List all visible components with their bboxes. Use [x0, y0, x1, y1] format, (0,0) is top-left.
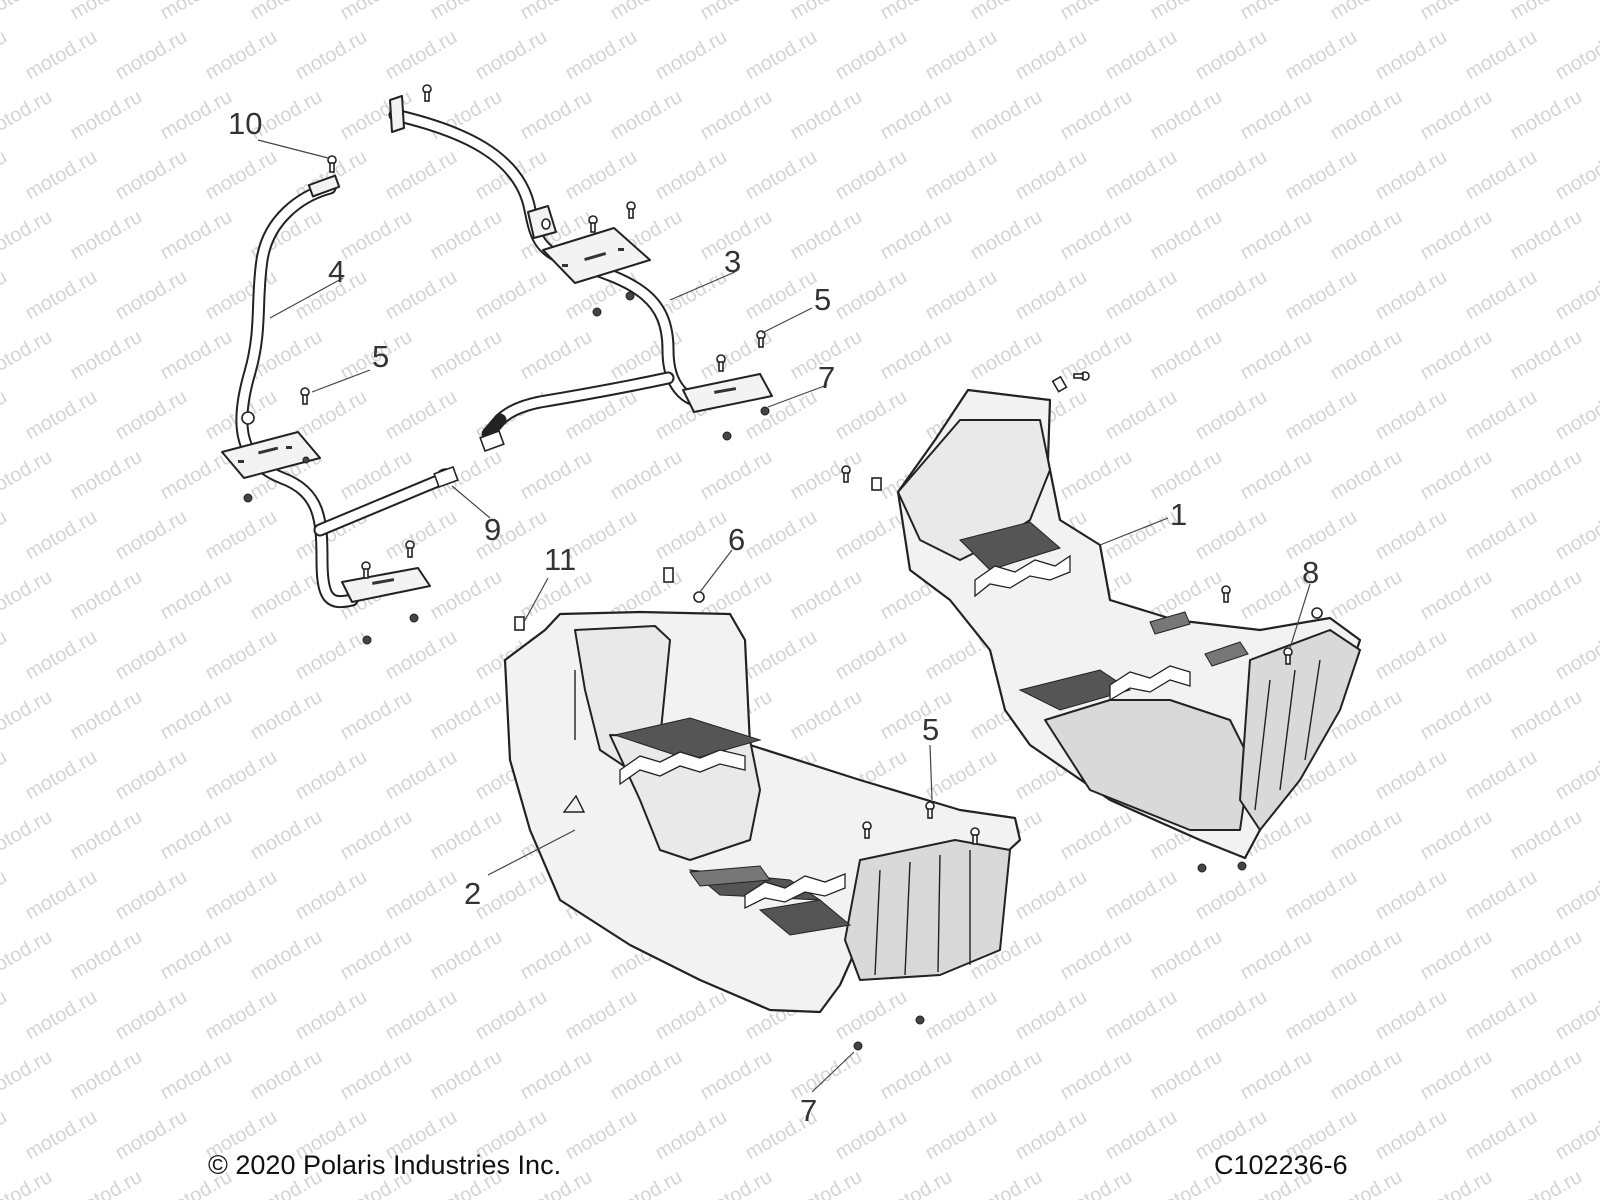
nut-icon [1197, 863, 1207, 873]
nut-icon [409, 613, 419, 623]
floor-panel-left [503, 567, 1207, 1051]
grab-bar-right [388, 84, 773, 453]
bolt-icon [405, 540, 415, 558]
rivet-icon [241, 411, 255, 425]
callout-6: 6 [728, 522, 745, 557]
figure-code: C102236-6 [1214, 1150, 1348, 1180]
callouts: 1 2 3 4 5 5 5 6 7 7 8 9 10 11 [228, 106, 1319, 1128]
callout-10: 10 [228, 106, 262, 141]
bolt-icon [756, 330, 766, 348]
fastener-8-icon [1283, 647, 1293, 665]
floor-panel-right [841, 371, 1362, 871]
nut-icon [915, 1015, 925, 1025]
callout-7-lower: 7 [800, 1093, 817, 1128]
nut-icon [362, 635, 372, 645]
bolt-icon [422, 84, 432, 102]
bolt-icon [626, 201, 636, 219]
bolt-icon [925, 801, 935, 819]
callout-5-floor: 5 [922, 712, 939, 747]
bolt-10-icon [327, 155, 337, 173]
nut-icon [592, 307, 602, 317]
spacer-9-icon [433, 465, 459, 489]
bolt-icon [588, 215, 598, 233]
callout-11: 11 [544, 542, 576, 577]
bolt-icon [970, 827, 980, 845]
nut-icon [760, 406, 770, 416]
clip-11-icon [514, 616, 525, 631]
bolt-icon [841, 465, 851, 483]
callout-9: 9 [484, 512, 501, 547]
bolt-icon [1073, 371, 1090, 381]
bolt-icon [716, 354, 726, 372]
callout-5-upper: 5 [814, 282, 831, 317]
clip-icon [1051, 375, 1068, 393]
grab-bar-left [221, 155, 459, 645]
callout-3: 3 [724, 244, 741, 279]
callout-8: 8 [1302, 555, 1319, 590]
nut-icon [722, 431, 732, 441]
nut-icon [853, 1041, 863, 1051]
bolt-icon [361, 561, 371, 579]
bolt-icon [862, 821, 872, 839]
nut-icon [243, 493, 253, 503]
callout-2: 2 [464, 876, 481, 911]
nut-icon [625, 291, 635, 301]
clip-icon [871, 477, 882, 491]
bolt-icon [300, 387, 310, 405]
callout-7-upper: 7 [818, 360, 835, 395]
nut-icon [302, 456, 310, 464]
spacer-icon [479, 429, 505, 453]
clip-icon [663, 567, 674, 583]
fastener-6-icon [693, 591, 705, 603]
callout-1: 1 [1170, 497, 1187, 532]
callout-4: 4 [328, 254, 345, 289]
callout-5-left: 5 [372, 339, 389, 374]
fastener-icon [1311, 607, 1323, 619]
leader-lines [257, 139, 1311, 1093]
copyright-notice: © 2020 Polaris Industries Inc. [208, 1150, 562, 1180]
bolt-icon [1221, 585, 1231, 603]
nut-icon [1237, 861, 1247, 871]
